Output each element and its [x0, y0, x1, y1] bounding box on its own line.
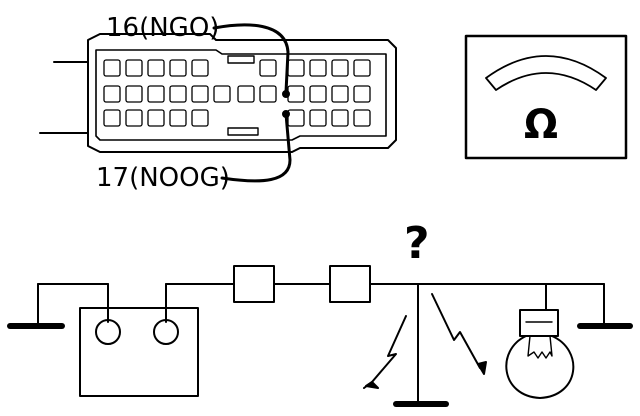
question-mark: ? [404, 218, 430, 269]
connector-pin [331, 85, 349, 103]
ohmmeter-scale-arc [485, 55, 607, 91]
ecu-connector [39, 33, 397, 153]
fuse-box-1 [233, 265, 275, 303]
connector-pin [125, 59, 143, 77]
pin-17-label: 17(NOOG) [96, 163, 230, 193]
connector-pin [353, 59, 371, 77]
component-box [79, 307, 199, 397]
connector-pin [287, 85, 305, 103]
connector-pin [259, 59, 277, 77]
connector-pin [169, 59, 187, 77]
connector-pin [191, 109, 209, 127]
connector-key-top [227, 55, 255, 64]
connector-key-bottom [227, 127, 259, 136]
connector-pin [287, 109, 305, 127]
test-circuit: ? [7, 218, 633, 407]
terminal-2-icon [153, 319, 179, 345]
ohm-symbol: Ω [524, 102, 558, 148]
connector-pin [125, 85, 143, 103]
spark-arrow-left-icon [363, 315, 407, 389]
probe-wire-pin-17 [220, 112, 292, 183]
connector-pin [353, 85, 371, 103]
connector-pin [147, 85, 165, 103]
connector-pin [237, 85, 255, 103]
connector-pin-cells [103, 59, 371, 127]
connector-inner-frame [95, 49, 387, 141]
connector-pin [191, 59, 209, 77]
connector-pin [103, 59, 121, 77]
lamp-glass [505, 335, 575, 399]
connector-pin [191, 85, 209, 103]
connector-pin [169, 85, 187, 103]
ohmmeter: Ω [464, 34, 628, 160]
connector-pin [125, 109, 143, 127]
connector-pin [353, 109, 371, 127]
pin-16-label: 16(NGO) [106, 13, 219, 43]
connector-pin [103, 109, 121, 127]
connector-pin [103, 85, 121, 103]
probe-tip-17 [282, 110, 290, 118]
probe-tip-16 [282, 90, 290, 98]
lamp-filament [527, 335, 553, 359]
connector-pin [147, 109, 165, 127]
connector-pin [309, 59, 327, 77]
lamp-base [519, 309, 559, 337]
connector-pin [331, 109, 349, 127]
connector-pin [287, 59, 305, 77]
probe-wire-pin-16 [212, 23, 290, 94]
ohmmeter-case [464, 34, 628, 160]
connector-pin [331, 59, 349, 77]
connector-pin [259, 85, 277, 103]
lamp-icon [505, 283, 575, 399]
connector-pin [147, 59, 165, 77]
spark-arrow-right-icon [431, 293, 487, 375]
fuse-box-2 [329, 265, 371, 303]
terminal-1-icon [95, 319, 121, 345]
connector-pin [213, 85, 231, 103]
connector-housing [87, 33, 397, 153]
connector-pin [309, 109, 327, 127]
connector-pin [309, 85, 327, 103]
connector-pin [169, 109, 187, 127]
